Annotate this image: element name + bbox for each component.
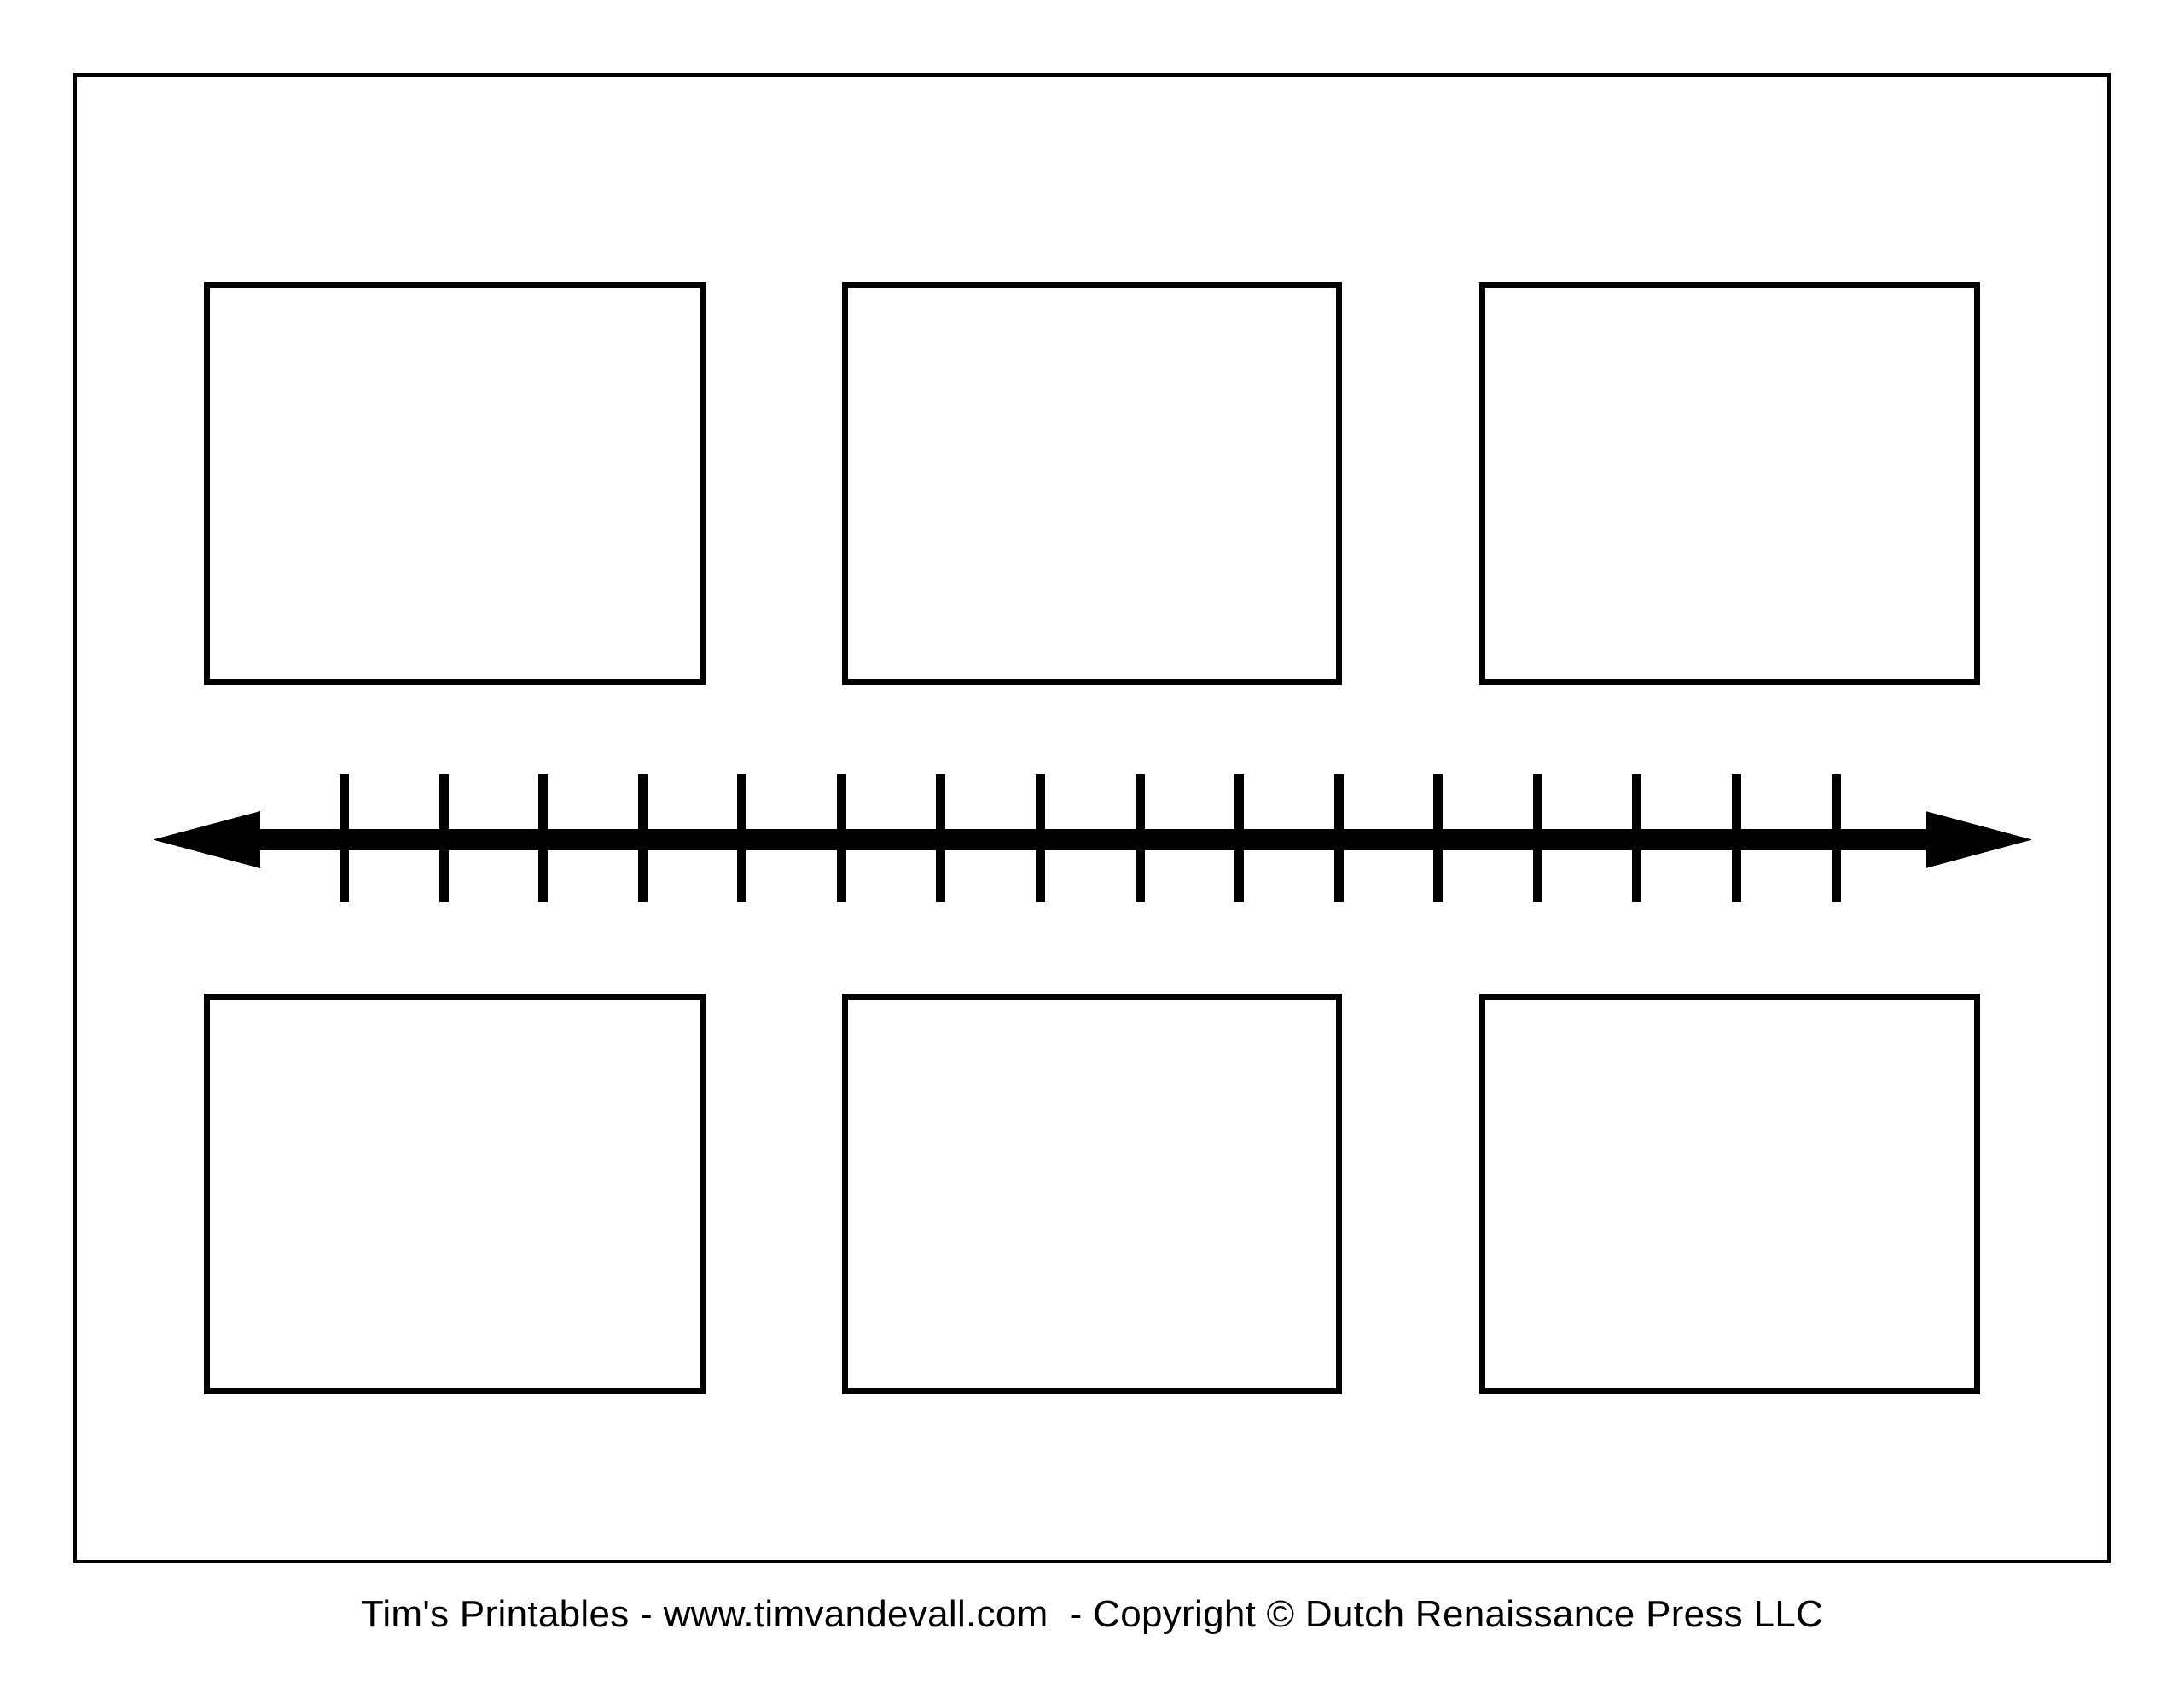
- footer-credit: Tim's Printables - www.timvandevall.com …: [360, 1593, 1824, 1635]
- answer-box-bottom-center[interactable]: [842, 994, 1342, 1394]
- answer-box-bottom-left[interactable]: [204, 994, 706, 1394]
- answer-box-top-center[interactable]: [842, 282, 1342, 685]
- answer-box-bottom-right[interactable]: [1479, 994, 1980, 1394]
- answer-box-top-right[interactable]: [1479, 282, 1980, 685]
- answer-box-top-left[interactable]: [204, 282, 706, 685]
- page-border: [73, 73, 2111, 1563]
